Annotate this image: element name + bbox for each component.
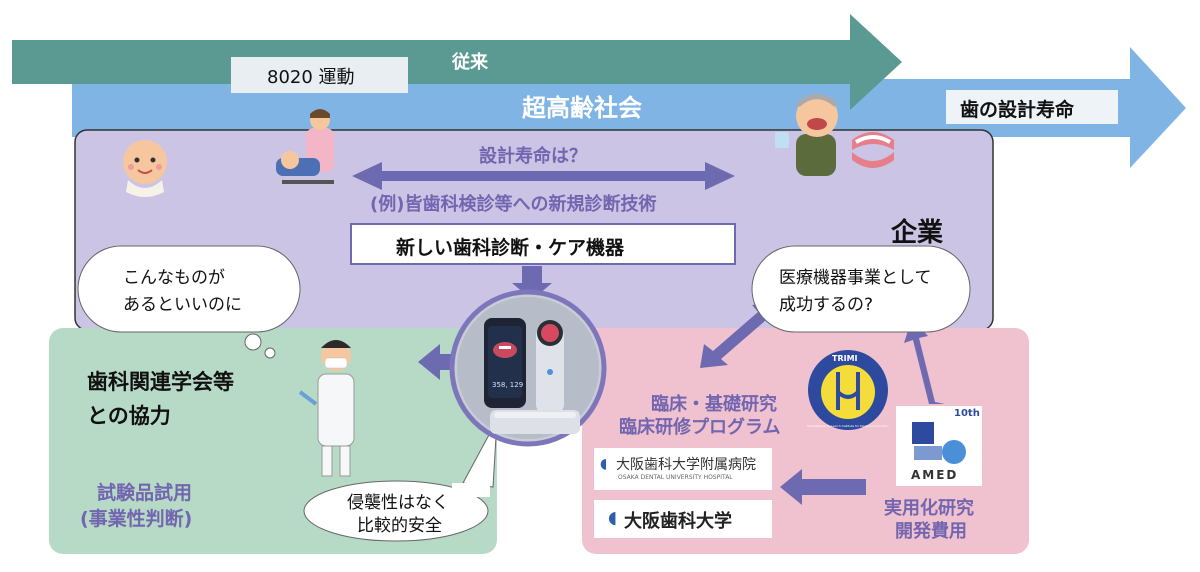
wish-bubble-shape bbox=[77, 245, 301, 359]
funding-left-arrow bbox=[780, 469, 866, 505]
company-bubble-line2: 成功するの? bbox=[779, 295, 874, 315]
wish-bubble-line2: あるといいのに bbox=[123, 295, 242, 315]
trimi-logo-text: TRIMI bbox=[832, 354, 858, 363]
safety-bubble-shape bbox=[303, 419, 498, 542]
dentures-illustration bbox=[852, 132, 894, 168]
conventional-arrow bbox=[12, 14, 902, 110]
design-life-question: 設計寿命は？ bbox=[479, 146, 587, 167]
aging-society-label: 超高齢社会 bbox=[522, 94, 642, 122]
design-life-double-arrow bbox=[352, 162, 735, 190]
trial-line1: 試験品試用 bbox=[97, 482, 193, 504]
clinical-region bbox=[582, 328, 1029, 554]
device-photo bbox=[449, 289, 607, 447]
campaign-box: 8020 運動 bbox=[231, 57, 408, 93]
clinical-research-line2: 臨床研修プログラム bbox=[619, 417, 781, 438]
doctor-illustration bbox=[298, 340, 355, 477]
baby-illustration bbox=[123, 140, 167, 197]
funding-line1: 実用化研究 bbox=[884, 498, 974, 519]
tooth-lifespan-label: 歯の設計寿命 bbox=[960, 99, 1075, 121]
aging-society-arrow bbox=[72, 47, 1186, 168]
amed-name: AMED bbox=[911, 468, 959, 482]
new-device-box: 新しい歯科診断・ケア機器 bbox=[350, 223, 736, 265]
hospital-logo-box: ◖ 大阪歯科大学附属病院 OSAKA DENTAL UNIVERSITY HOS… bbox=[594, 448, 772, 490]
university-logo-box: ◖ 大阪歯科大学 bbox=[594, 500, 772, 538]
safety-bubble-line2: 比較的安全 bbox=[357, 516, 442, 536]
hospital-name: 大阪歯科大学附属病院 bbox=[616, 457, 756, 473]
safety-bubble-line1: 侵襲性はなく bbox=[347, 493, 449, 513]
amed-badge: 10th bbox=[954, 408, 980, 419]
company-label: 企業 bbox=[891, 218, 944, 248]
campaign-label: 8020 運動 bbox=[267, 67, 355, 88]
dental-checkup-illustration bbox=[276, 109, 334, 184]
funding-line2: 開発費用 bbox=[895, 521, 967, 542]
trial-line2: (事業性判断) bbox=[80, 508, 193, 530]
society-title-line2: との協力 bbox=[87, 404, 171, 428]
trimi-seal bbox=[808, 350, 888, 430]
clinical-research-line1: 臨床・基礎研究 bbox=[651, 394, 777, 415]
device-screen-reading: 358, 129 bbox=[492, 381, 524, 389]
trimi-ring-text: Translational Research Institute for Med… bbox=[807, 424, 889, 428]
conventional-label: 従来 bbox=[452, 52, 488, 73]
hospital-sub: OSAKA DENTAL UNIVERSITY HOSPITAL bbox=[618, 474, 733, 481]
elderly-man-illustration bbox=[775, 94, 838, 176]
wish-bubble-line1: こんなものが bbox=[123, 268, 225, 288]
hospital-logo-icon: ◖ bbox=[600, 456, 608, 472]
amed-up-arrow bbox=[904, 318, 945, 404]
new-device-label: 新しい歯科診断・ケア機器 bbox=[396, 237, 625, 259]
society-title-line1: 歯科関連学会等 bbox=[87, 370, 234, 394]
clinical-company-double-arrow bbox=[700, 302, 777, 368]
university-name: 大阪歯科大学 bbox=[624, 511, 732, 532]
company-bubble-line1: 医療機器事業として bbox=[779, 268, 932, 288]
company-bubble-shape bbox=[751, 245, 971, 333]
tooth-lifespan-box: 歯の設計寿命 bbox=[946, 90, 1118, 124]
amed-logo-mark bbox=[912, 422, 966, 464]
university-logo-icon: ◖ bbox=[608, 508, 617, 528]
to-society-arrow bbox=[418, 344, 462, 380]
example-diagnostic-text: (例)皆歯科検診等への新規診断技術 bbox=[370, 194, 657, 215]
